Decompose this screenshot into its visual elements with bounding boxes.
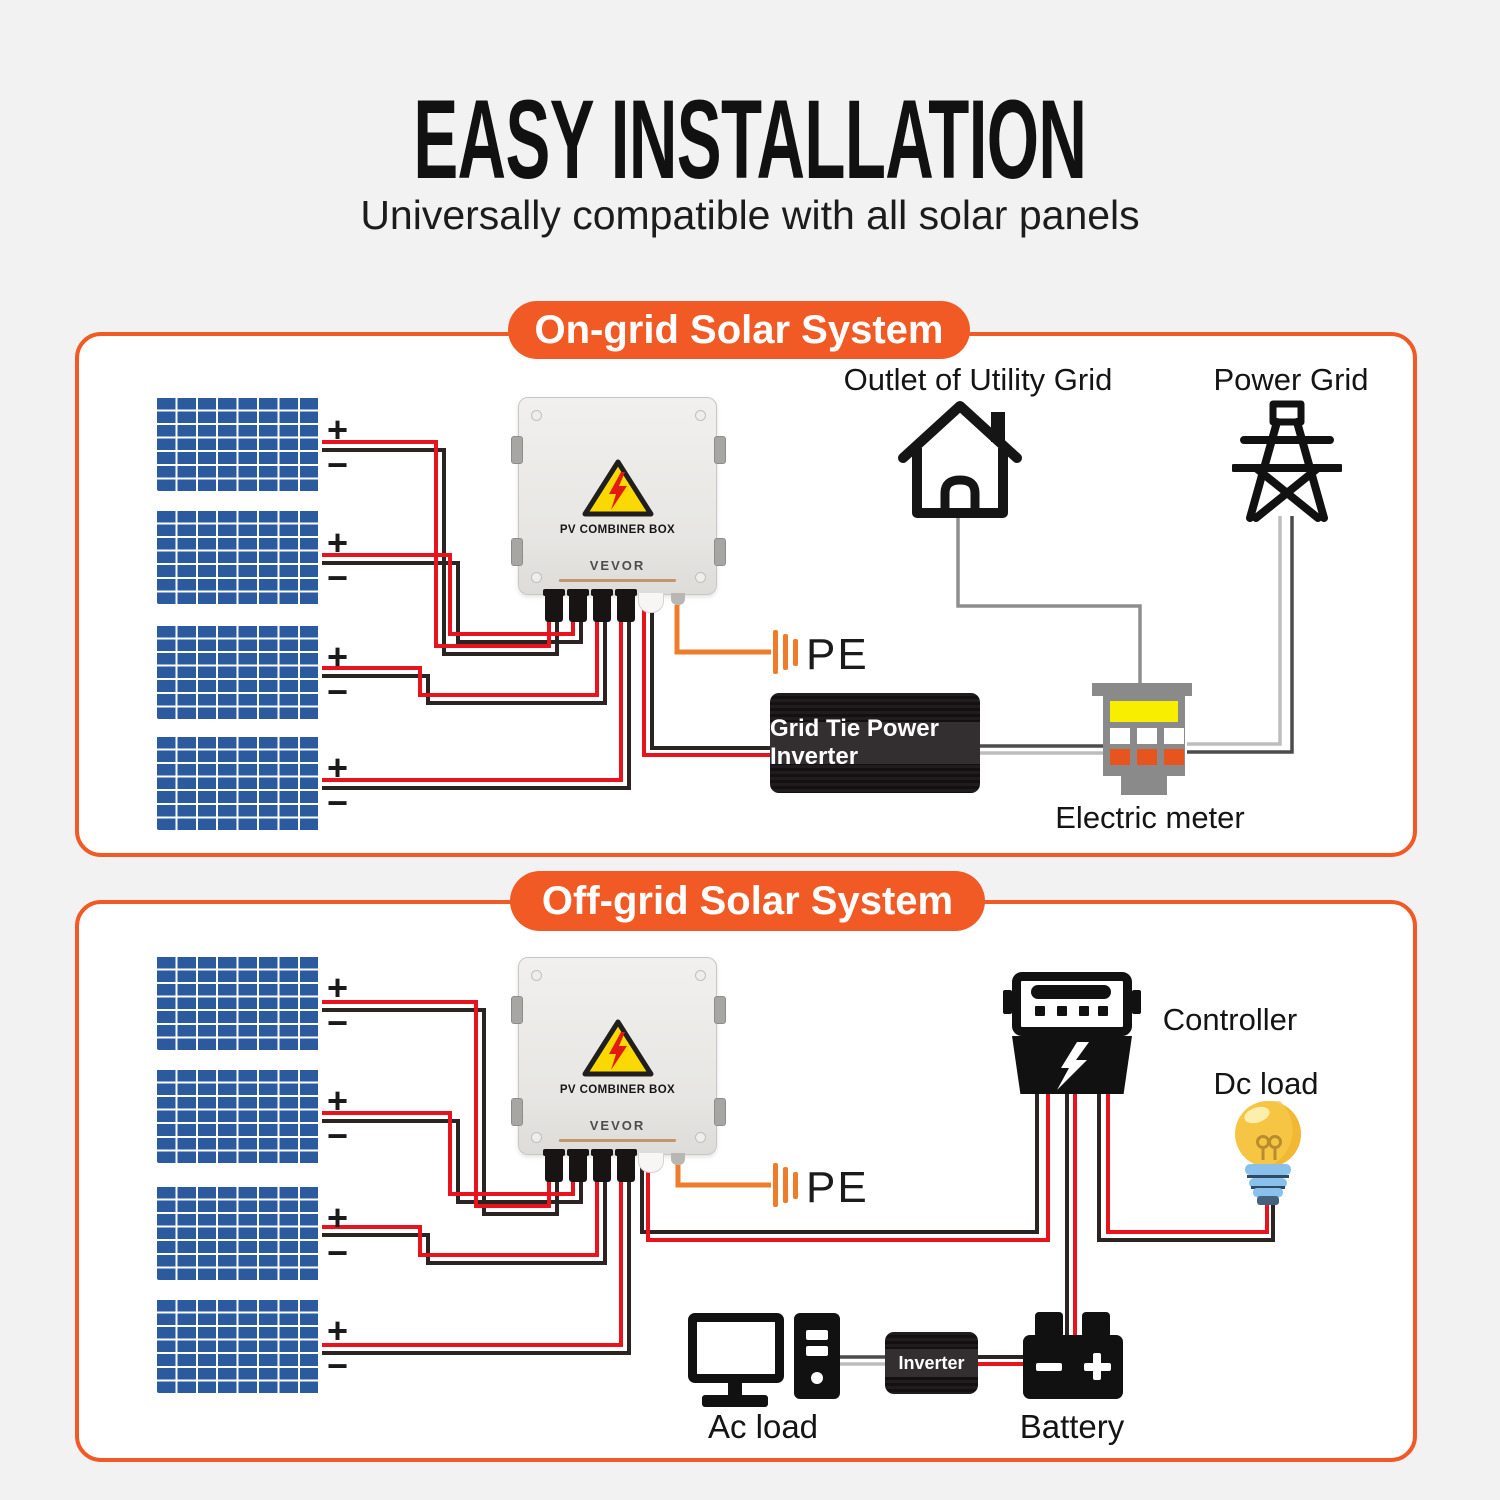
battery-plus-symbol [1093, 1353, 1101, 1380]
solar-panel [157, 735, 320, 830]
ongrid-output-wires [642, 605, 772, 757]
panel-plus-label: + [327, 967, 349, 1008]
offgrid-panel-wires [322, 1000, 631, 1355]
mc4-connector [591, 589, 613, 622]
ac-load-label: Ac load [707, 1408, 819, 1445]
page-subtitle: Universally compatible with all solar pa… [360, 192, 1140, 238]
electric-meter-label: Electric meter [1055, 800, 1245, 835]
grid-tie-inverter-label: Grid Tie Power Inverter [770, 715, 980, 770]
pe-label: PE [806, 1163, 869, 1212]
panel-minus-label: − [327, 444, 349, 485]
dc-load-bulb-icon [1235, 1101, 1301, 1205]
panel-plus-label: + [327, 1310, 349, 1351]
mc4-connector [543, 1149, 565, 1182]
panel-minus-label: − [327, 1232, 349, 1273]
panel-minus-label: − [327, 1115, 349, 1156]
combiner-box-label: PV COMBINER BOX [559, 1084, 676, 1096]
cable-gland [671, 1153, 685, 1165]
combiner-box-label: PV COMBINER BOX [559, 524, 676, 536]
panel-minus-label: − [327, 1345, 349, 1386]
inverter-label: Inverter [885, 1349, 978, 1377]
panel-plus-label: + [327, 636, 349, 677]
inverter-box: Inverter [885, 1332, 978, 1394]
house-icon [898, 401, 1022, 518]
solar-panel [157, 397, 320, 491]
solar-panel [157, 510, 320, 604]
offgrid-load-wires [837, 1085, 1275, 1366]
pe-label: PE [806, 630, 869, 679]
mc4-connector [615, 1149, 637, 1182]
panel-plus-label: + [327, 747, 349, 788]
utility-grid-label: Outlet of Utility Grid [843, 362, 1113, 397]
lightning-icon [1057, 1042, 1089, 1090]
brand-tagline-line [559, 1139, 676, 1142]
page-title: EASY INSTALLATION [413, 77, 1087, 202]
cable-gland [638, 593, 664, 613]
solar-panel [157, 1298, 320, 1393]
mc4-connector [591, 1149, 613, 1182]
mc4-connector [543, 589, 565, 622]
panel-minus-label: − [327, 1002, 349, 1043]
panel-minus-label: − [327, 557, 349, 598]
panel-minus-label: − [327, 671, 349, 712]
panel-minus-label: − [327, 782, 349, 823]
brand-logo: VEVOR [589, 1118, 646, 1133]
ongrid-panel-wires [322, 440, 631, 790]
solar-panel [157, 1068, 320, 1163]
mc4-connector [567, 1149, 589, 1182]
mc4-connector [615, 589, 637, 622]
monitor-icon [688, 1313, 784, 1383]
panel-plus-label: + [327, 522, 349, 563]
brand-tagline-line [559, 579, 676, 582]
solar-panel [157, 1185, 320, 1280]
pv-combiner-box: PV COMBINER BOX VEVOR [511, 957, 726, 1182]
dc-load-label: Dc load [1213, 1066, 1319, 1101]
solar-panel [157, 955, 320, 1050]
mc4-connector [567, 589, 589, 622]
ongrid-section-header: On-grid Solar System [508, 301, 970, 359]
battery-minus-symbol [1036, 1363, 1062, 1371]
solar-panel [157, 624, 320, 719]
power-grid-icon [1232, 400, 1342, 522]
offgrid-output-wires [640, 1085, 1050, 1242]
cable-gland [638, 1153, 664, 1173]
cable-gland [671, 593, 685, 605]
warning-triangle-icon [582, 459, 654, 517]
power-grid-label: Power Grid [1213, 362, 1369, 397]
offgrid-section-header: Off-grid Solar System [510, 871, 985, 931]
panel-plus-label: + [327, 409, 349, 450]
grid-tie-inverter: Grid Tie Power Inverter [770, 693, 980, 793]
ongrid-grid-wires [956, 514, 1294, 755]
warning-triangle-icon [582, 1019, 654, 1077]
controller-label: Controller [1162, 1002, 1298, 1037]
panel-plus-label: + [327, 1197, 349, 1238]
brand-logo: VEVOR [589, 558, 646, 573]
battery-label: Battery [1019, 1408, 1125, 1445]
pv-combiner-box: PV COMBINER BOX VEVOR [511, 397, 726, 622]
panel-plus-label: + [327, 1080, 349, 1121]
pc-tower-icon [794, 1313, 840, 1399]
